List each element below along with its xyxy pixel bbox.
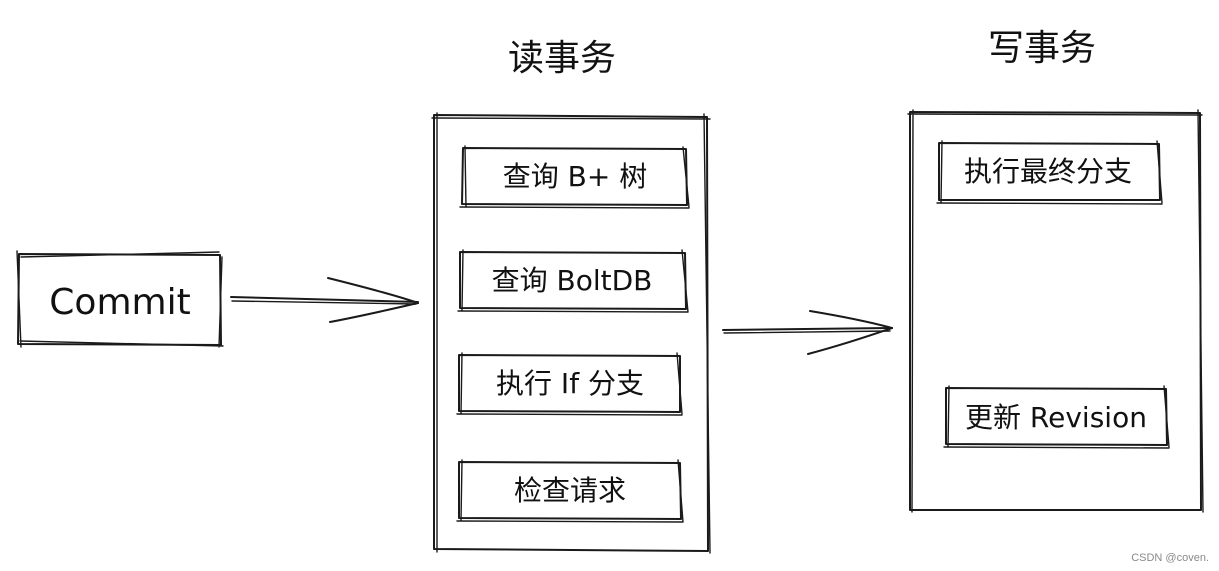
write-step-label: 执行最终分支 [964, 155, 1132, 188]
read-step-query-bplus-tree: 查询 B+ 树 [459, 145, 690, 209]
read-step-label: 查询 B+ 树 [503, 160, 647, 193]
arrow-read-to-write [722, 310, 893, 355]
read-transaction-title: 读事务 [508, 38, 616, 79]
write-transaction-container [907, 109, 1204, 513]
read-step-label: 执行 If 分支 [496, 367, 644, 400]
write-step-update-revision: 更新 Revision [943, 385, 1170, 449]
read-step-check-request: 检查请求 [456, 459, 684, 523]
read-step-query-boltdb: 查询 BoltDB [457, 249, 689, 313]
arrow-commit-to-read [230, 277, 419, 323]
read-step-execute-if-branch: 执行 If 分支 [456, 352, 683, 416]
commit-box: Commit [16, 250, 224, 348]
read-transaction-container [431, 112, 711, 554]
commit-label: Commit [49, 282, 190, 323]
write-step-label: 更新 Revision [965, 401, 1147, 434]
write-step-execute-final-branch: 执行最终分支 [936, 140, 1163, 205]
write-transaction-title: 写事务 [988, 28, 1096, 69]
read-step-label: 检查请求 [514, 474, 626, 507]
watermark: CSDN @coven. [1131, 552, 1209, 564]
read-step-label: 查询 BoltDB [492, 264, 653, 297]
